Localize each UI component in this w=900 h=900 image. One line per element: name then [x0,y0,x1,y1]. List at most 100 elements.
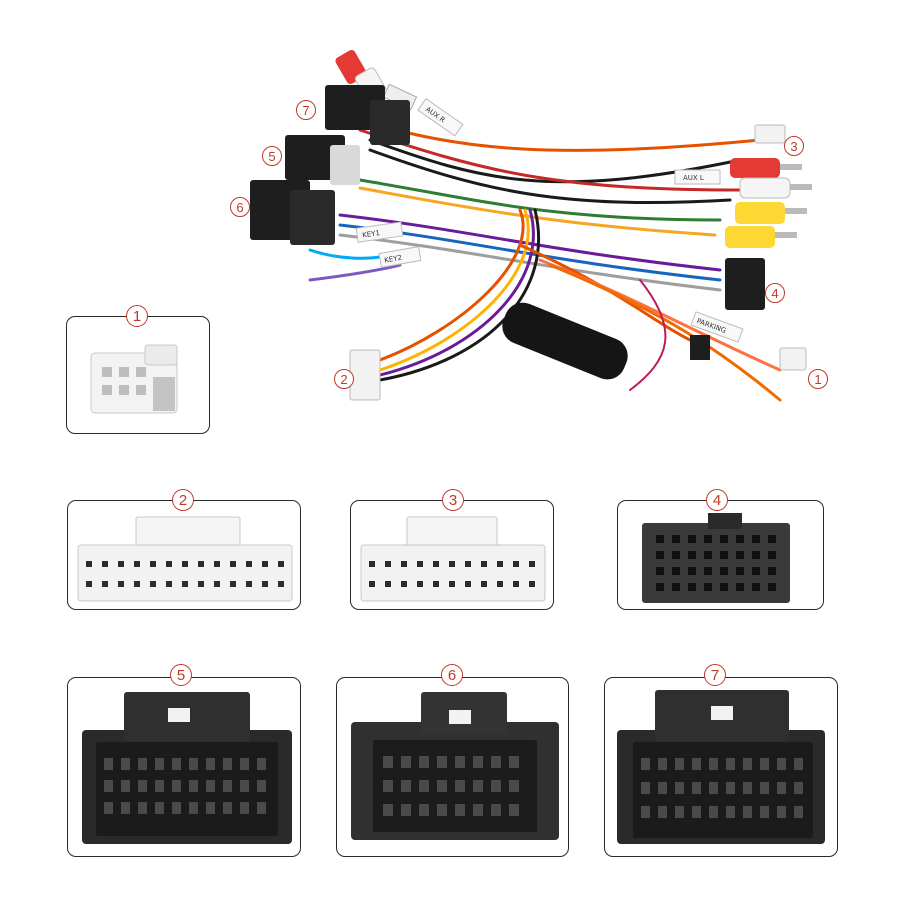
pin-hole [720,567,728,575]
pin-hole [155,780,164,792]
pin-hole [246,581,252,587]
callout-1: 1 [808,369,828,389]
pin-hole [794,806,803,818]
pin-hole [433,561,439,567]
pin-hole [736,535,744,543]
connector-panel-2 [67,500,301,610]
pin-hole [768,583,776,591]
pin-hole [658,758,667,770]
pin-hole [121,758,130,770]
pin-hole [262,581,268,587]
pin-hole [736,551,744,559]
pin-hole [172,780,181,792]
pin-hole [223,802,232,814]
pin-hole [491,780,501,792]
pin-hole [86,581,92,587]
harness-drawing: KEY1 PARKING AUX L AUX R KEY2 [250,49,812,402]
pin-hole [246,561,252,567]
pin-hole [692,806,701,818]
pin-hole [104,802,113,814]
pin-hole [658,806,667,818]
pin-hole [656,535,664,543]
pin-hole [704,567,712,575]
pin-hole [433,581,439,587]
pin-hole [240,758,249,770]
pin-hole [465,581,471,587]
pin-hole [656,567,664,575]
pin-hole [768,551,776,559]
pin-hole [437,780,447,792]
pin-hole [385,561,391,567]
pin-hole [166,561,172,567]
pin-hole [189,780,198,792]
pin-hole [465,561,471,567]
pin-hole [688,551,696,559]
pin-hole [383,804,393,816]
pin-hole [726,782,735,794]
pin-hole [491,804,501,816]
pin-hole [102,561,108,567]
pin-hole [743,782,752,794]
pin-hole [449,561,455,567]
pin-hole [189,758,198,770]
pin-hole [752,583,760,591]
pin-hole [473,804,483,816]
pin-hole [529,561,535,567]
pin-hole [257,758,266,770]
pin-hole [401,756,411,768]
pin-hole [118,561,124,567]
pin-hole [449,581,455,587]
pin-hole [794,782,803,794]
pin-hole [777,782,786,794]
pin-hole [473,756,483,768]
harness-photo: KEY1 PARKING AUX L AUX R KEY2 [220,30,900,420]
pin-hole [214,581,220,587]
pin-hole [240,780,249,792]
pin-hole [198,581,204,587]
pin-hole [658,782,667,794]
pin-hole [794,758,803,770]
panel-number-1: 1 [126,305,148,327]
pin-hole [497,561,503,567]
pin-hole [182,561,188,567]
pin-hole [383,756,393,768]
pin-hole [760,806,769,818]
pin-hole [155,802,164,814]
callout-3: 3 [784,136,804,156]
black-plug-large-b [351,692,559,840]
pin-hole [720,535,728,543]
pin-hole [720,551,728,559]
pin-hole [150,581,156,587]
pin-hole [240,802,249,814]
pin-hole [641,806,650,818]
pin-hole [419,804,429,816]
pin-hole [401,561,407,567]
pin-hole [688,583,696,591]
pin-hole [257,780,266,792]
pin-hole [675,782,684,794]
pin-hole [743,806,752,818]
pin-hole [385,581,391,587]
pin-hole [656,551,664,559]
pin-hole [121,780,130,792]
pin-hole [481,581,487,587]
pin-hole [401,804,411,816]
pin-hole [278,581,284,587]
pin-hole [206,780,215,792]
pin-hole [455,804,465,816]
pin-hole [437,756,447,768]
pin-hole [509,804,519,816]
callout-5: 5 [262,146,282,166]
pin-hole [455,756,465,768]
connector-panel-4 [617,500,824,610]
pin-hole [262,561,268,567]
white-plug-wide [77,516,293,602]
pin-hole [709,758,718,770]
pin-hole [481,561,487,567]
pin-hole [230,561,236,567]
pin-hole [214,561,220,567]
pin-hole [104,758,113,770]
pin-hole [497,581,503,587]
connector-panel-6 [336,677,569,857]
black-plug-small [642,513,790,603]
